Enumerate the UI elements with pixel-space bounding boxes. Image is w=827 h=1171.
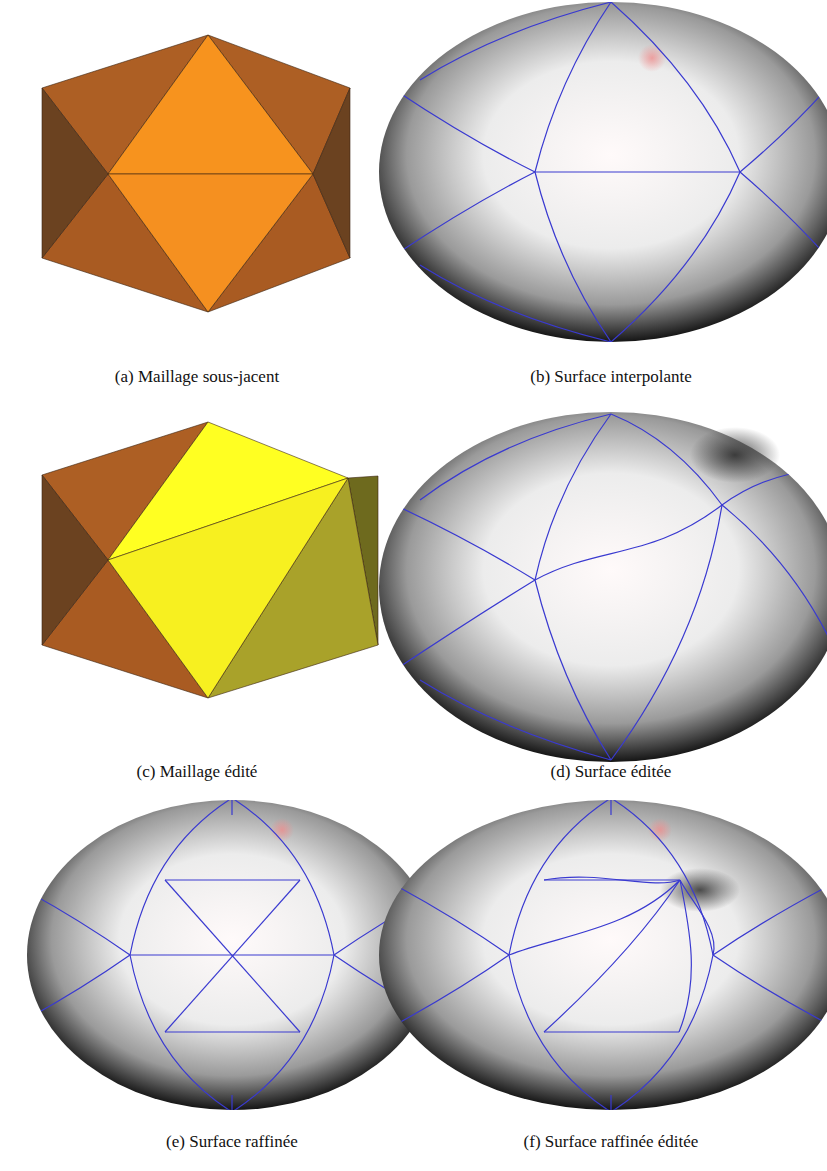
edge-curve	[610, 1095, 611, 1112]
surface-shape	[270, 818, 294, 842]
edge-curve	[722, 470, 827, 505]
surface-shape	[313, 88, 350, 258]
edge-curve	[395, 955, 509, 1025]
panel-caption: (f) Surface raffinée éditée	[524, 1132, 699, 1152]
surface-shape	[42, 475, 108, 645]
surface-shape	[25, 798, 440, 1112]
edge-curve	[395, 505, 535, 580]
surface-shape	[395, 2, 827, 342]
edge-curve	[420, 265, 611, 342]
edge-curve	[679, 880, 691, 1032]
refined-surface	[25, 798, 440, 1112]
surface-shape	[108, 174, 313, 312]
edge-curve	[165, 880, 300, 1032]
edge-curve	[610, 798, 611, 815]
surface-shape	[395, 414, 827, 760]
panel-caption: (a) Maillage sous-jacent	[115, 367, 279, 387]
edge-curve	[25, 955, 130, 1020]
surface-shape	[638, 44, 666, 72]
surface-shape	[379, 800, 827, 1110]
edge-curve	[25, 890, 130, 955]
surface-shape	[395, 798, 827, 1112]
panel-caption: (c) Maillage édité	[137, 762, 258, 782]
refined-edited-surface	[379, 798, 827, 1112]
surface-shape	[108, 478, 348, 698]
edge-curve	[535, 171, 740, 172]
surface-shape	[108, 35, 313, 174]
edge-curve	[395, 580, 535, 670]
edge-curve	[395, 172, 535, 255]
surface-shape	[660, 868, 740, 912]
surface-shape	[42, 88, 108, 258]
edge-curve	[420, 680, 611, 760]
surface-shape	[27, 800, 437, 1110]
edge-curve	[395, 885, 509, 955]
interpolating-surface	[379, 2, 827, 342]
edge-curve	[740, 172, 827, 260]
edge-curve	[165, 1031, 300, 1032]
edited-mesh	[42, 422, 378, 698]
panel-caption: (b) Surface interpolante	[530, 367, 691, 387]
edge-curve	[509, 880, 680, 955]
edge-curve	[611, 798, 713, 1112]
edge-curve	[165, 879, 300, 880]
edge-curve	[420, 414, 611, 500]
edge-curve	[722, 505, 827, 640]
edge-curve	[740, 85, 827, 172]
octahedron-mesh	[42, 35, 350, 312]
edge-curve	[231, 1095, 232, 1112]
surface-shape	[690, 427, 780, 483]
edge-curve	[231, 798, 232, 815]
edited-surface	[379, 412, 827, 762]
panel-caption: (d) Surface éditée	[551, 762, 672, 782]
edge-curve	[611, 414, 722, 760]
edge-curve	[544, 880, 680, 1032]
edge-curve	[544, 1031, 679, 1032]
edge-curve	[395, 90, 535, 172]
edge-curve	[165, 880, 300, 1032]
surface-shape	[379, 412, 827, 762]
panel-caption: (e) Surface raffinée	[166, 1132, 298, 1152]
surface-shape	[379, 2, 827, 342]
edge-curve	[680, 880, 714, 955]
edge-curve	[713, 885, 827, 955]
edge-curve	[535, 414, 611, 760]
edge-curve	[713, 955, 827, 1025]
edge-curve	[535, 505, 722, 580]
edge-curve	[509, 798, 611, 1112]
edge-curve	[420, 2, 611, 80]
edge-curve	[544, 877, 680, 883]
